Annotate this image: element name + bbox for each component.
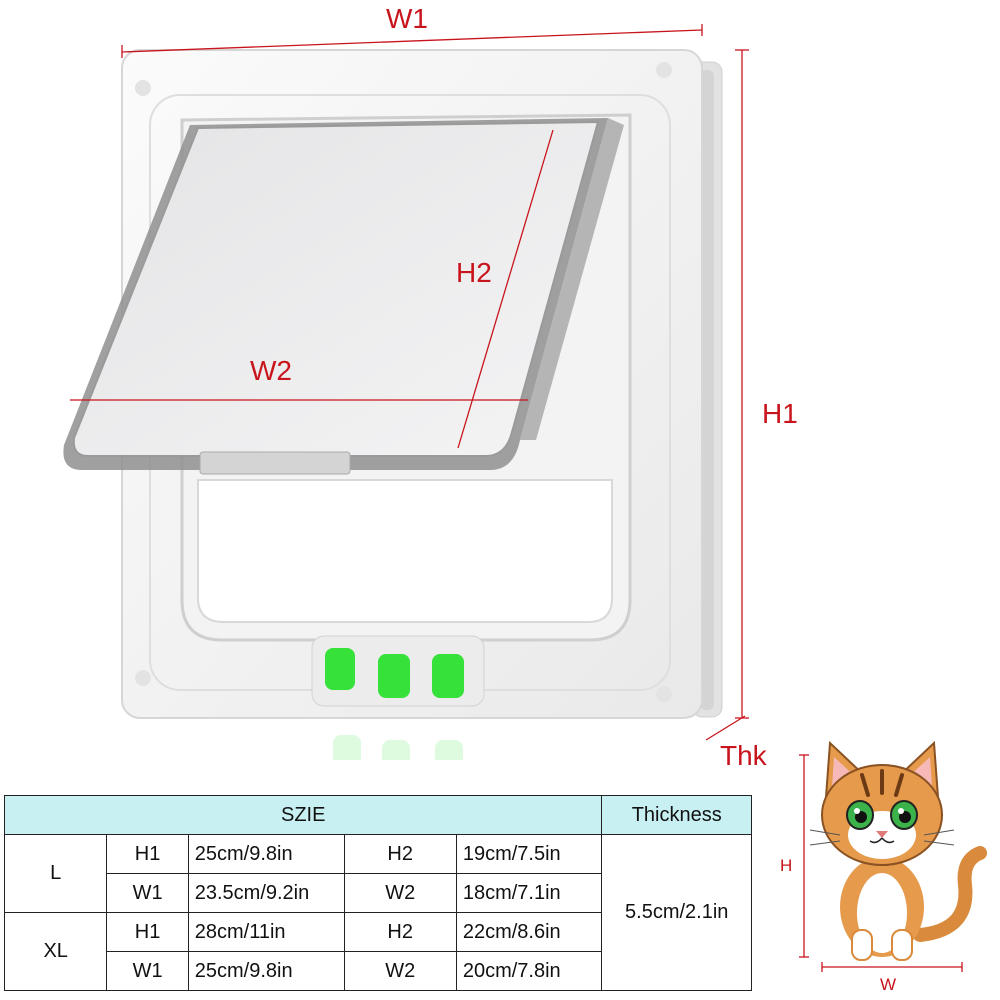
table-row: L H1 25cm/9.8in H2 19cm/7.5in 5.5cm/2.1i… <box>3 834 752 991</box>
lock-button-1 <box>325 648 355 690</box>
dimension-value: 23.5cm/9.2in <box>187 873 345 913</box>
size-table: SZIE Thickness L H1 25cm/9.8in H2 19cm/7… <box>3 795 752 991</box>
cat-dimension-lines <box>799 754 963 972</box>
dimension-name: W2 <box>343 873 457 913</box>
dimension-value: 28cm/11in <box>187 912 345 952</box>
dimension-name: W1 <box>106 951 189 991</box>
dimension-value: 19cm/7.5in <box>455 834 603 874</box>
w1-dimension-label: W1 <box>386 3 428 34</box>
h1-dimension-label: H1 <box>762 398 798 429</box>
cat-height-label: H <box>780 856 793 875</box>
size-label-l: L <box>3 834 108 913</box>
dimension-value: 25cm/9.8in <box>187 834 345 874</box>
table-row: W1 23.5cm/9.2in W2 18cm/7.1in <box>5 873 752 913</box>
table-row: W1 25cm/9.8in W2 20cm/7.8in <box>5 951 752 991</box>
lock-button-2 <box>378 654 410 698</box>
w2-dimension-label: W2 <box>250 355 292 386</box>
dimension-name: H1 <box>106 912 189 952</box>
dimension-name: H2 <box>343 912 457 952</box>
cat-width-label: W <box>880 975 897 994</box>
dimension-value: 25cm/9.8in <box>187 951 345 991</box>
dimension-name: H1 <box>106 834 189 874</box>
h2-dimension-label: H2 <box>456 257 492 288</box>
lock-panel <box>311 635 485 760</box>
lock-button-3 <box>432 654 464 698</box>
cat-illustration <box>799 740 987 972</box>
thickness-value: 5.5cm/2.1in <box>601 834 752 991</box>
dimension-value: 22cm/8.6in <box>455 912 603 952</box>
table-header-row: SZIE Thickness <box>3 795 752 835</box>
dimension-value: 20cm/7.8in <box>455 951 603 991</box>
size-label-xl: XL <box>3 912 108 991</box>
size-header: SZIE <box>3 795 603 835</box>
door-flap <box>63 118 624 475</box>
dimension-value: 18cm/7.1in <box>455 873 603 913</box>
pet-door-illustration <box>63 24 749 760</box>
thickness-dimension-label: Thk <box>720 740 767 771</box>
dimension-lines <box>70 24 749 741</box>
dimension-name: H2 <box>343 834 457 874</box>
dimension-name: W1 <box>106 873 189 913</box>
dimension-name: W2 <box>343 951 457 991</box>
thickness-header: Thickness <box>601 795 752 835</box>
